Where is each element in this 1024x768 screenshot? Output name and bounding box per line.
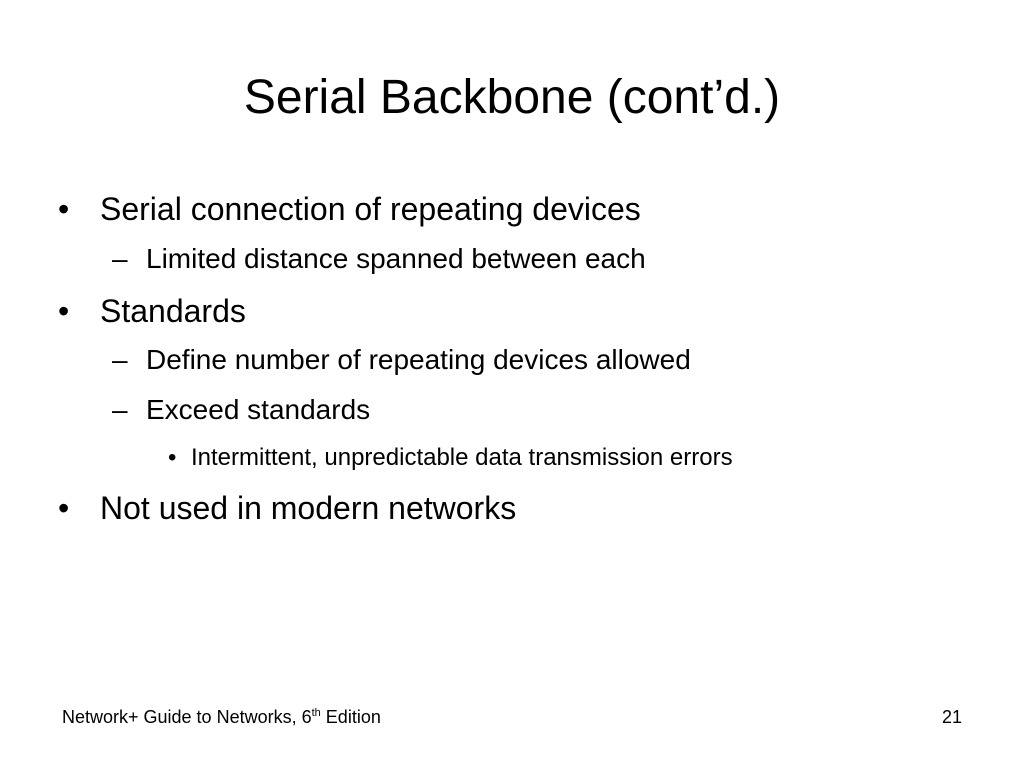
footer-book-title: Network+ Guide to Networks, 6th Edition	[62, 706, 381, 728]
sub-sub-bullet-text: Intermittent, unpredictable data transmi…	[191, 444, 733, 471]
sub-bullet-text: Define number of repeating devices allow…	[146, 344, 691, 375]
bullet-marker: •	[58, 490, 70, 526]
bullet-text: Standards	[100, 293, 246, 329]
bullet-item: • Standards	[0, 291, 1024, 331]
sub-sub-bullet-item: • Intermittent, unpredictable data trans…	[0, 443, 1024, 473]
bullet-item: • Serial connection of repeating devices	[0, 189, 1024, 229]
sub-bullet-marker: –	[112, 394, 128, 425]
bullet-text: Serial connection of repeating devices	[100, 191, 641, 227]
sub-bullet-text: Limited distance spanned between each	[146, 243, 646, 274]
footer-book-prefix: Network+ Guide to Networks, 6	[62, 707, 312, 727]
sub-bullet-marker: –	[112, 344, 128, 375]
sub-bullet-text: Exceed standards	[146, 394, 371, 425]
footer-edition-suffix: th	[311, 707, 321, 719]
bullet-marker: •	[58, 293, 70, 329]
footer-book-edition: Edition	[320, 707, 381, 727]
bullet-text: Not used in modern networks	[100, 490, 517, 526]
sub-bullet-item: – Limited distance spanned between each	[0, 241, 1024, 277]
bullet-item: • Not used in modern networks	[0, 488, 1024, 528]
bullet-marker: •	[58, 191, 70, 227]
sub-bullet-item: – Define number of repeating devices all…	[0, 342, 1024, 378]
slide-number: 21	[941, 707, 962, 727]
sub-sub-bullet-marker: •	[168, 444, 177, 471]
sub-bullet-item: – Exceed standards	[0, 392, 1024, 428]
slide-title: Serial Backbone (cont’d.)	[243, 71, 781, 124]
sub-bullet-marker: –	[112, 243, 128, 274]
